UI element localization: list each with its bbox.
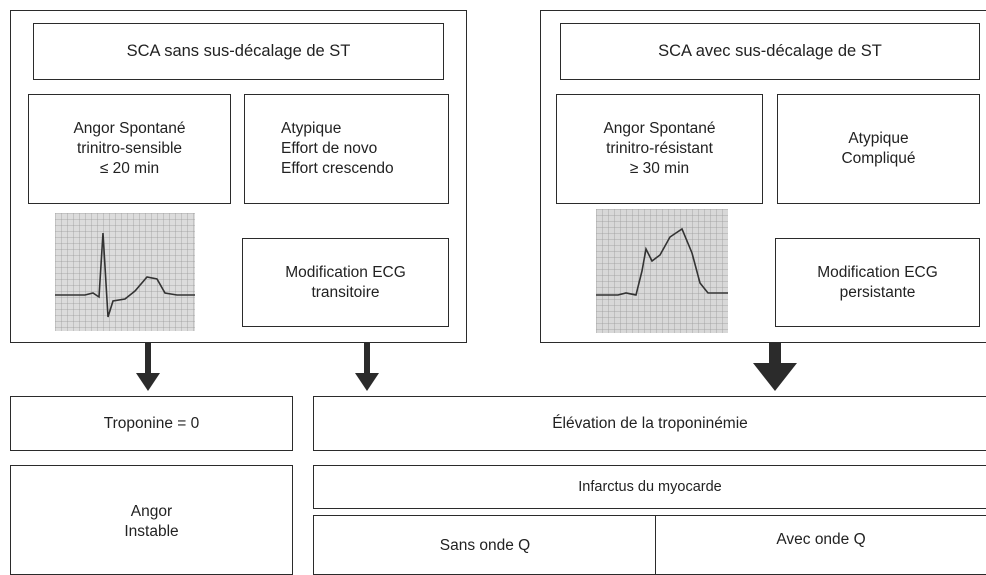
without-q-box: Sans onde Q — [313, 515, 657, 575]
nstemi-pain-box: Angor Spontané trinitro-sensible ≤ 20 mi… — [28, 94, 231, 204]
troponin-zero-box: Troponine = 0 — [10, 396, 293, 451]
stemi-ecg-strip — [596, 209, 728, 333]
nstemi-ecg-change-box: Modification ECG transitoire — [242, 238, 449, 327]
infarction-box: Infarctus du myocarde — [313, 465, 986, 509]
stemi-atypical-box: Atypique Compliqué — [777, 94, 980, 204]
arrow-down-icon — [753, 343, 797, 391]
unstable-angina-box: Angor Instable — [10, 465, 293, 575]
troponin-elevation-box: Élévation de la troponinémie — [313, 396, 986, 451]
with-q-box: Avec onde Q — [655, 515, 986, 575]
stemi-ecg-change-box: Modification ECG persistante — [775, 238, 980, 327]
nstemi-atypical-box: Atypique Effort de novo Effort crescendo — [244, 94, 449, 204]
nstemi-title: SCA sans sus-décalage de ST — [33, 23, 444, 80]
arrow-down-icon — [355, 343, 379, 391]
stemi-title: SCA avec sus-décalage de ST — [560, 23, 980, 80]
arrow-down-icon — [136, 343, 160, 391]
stemi-pain-box: Angor Spontané trinitro-résistant ≥ 30 m… — [556, 94, 763, 204]
nstemi-ecg-strip — [55, 213, 195, 331]
